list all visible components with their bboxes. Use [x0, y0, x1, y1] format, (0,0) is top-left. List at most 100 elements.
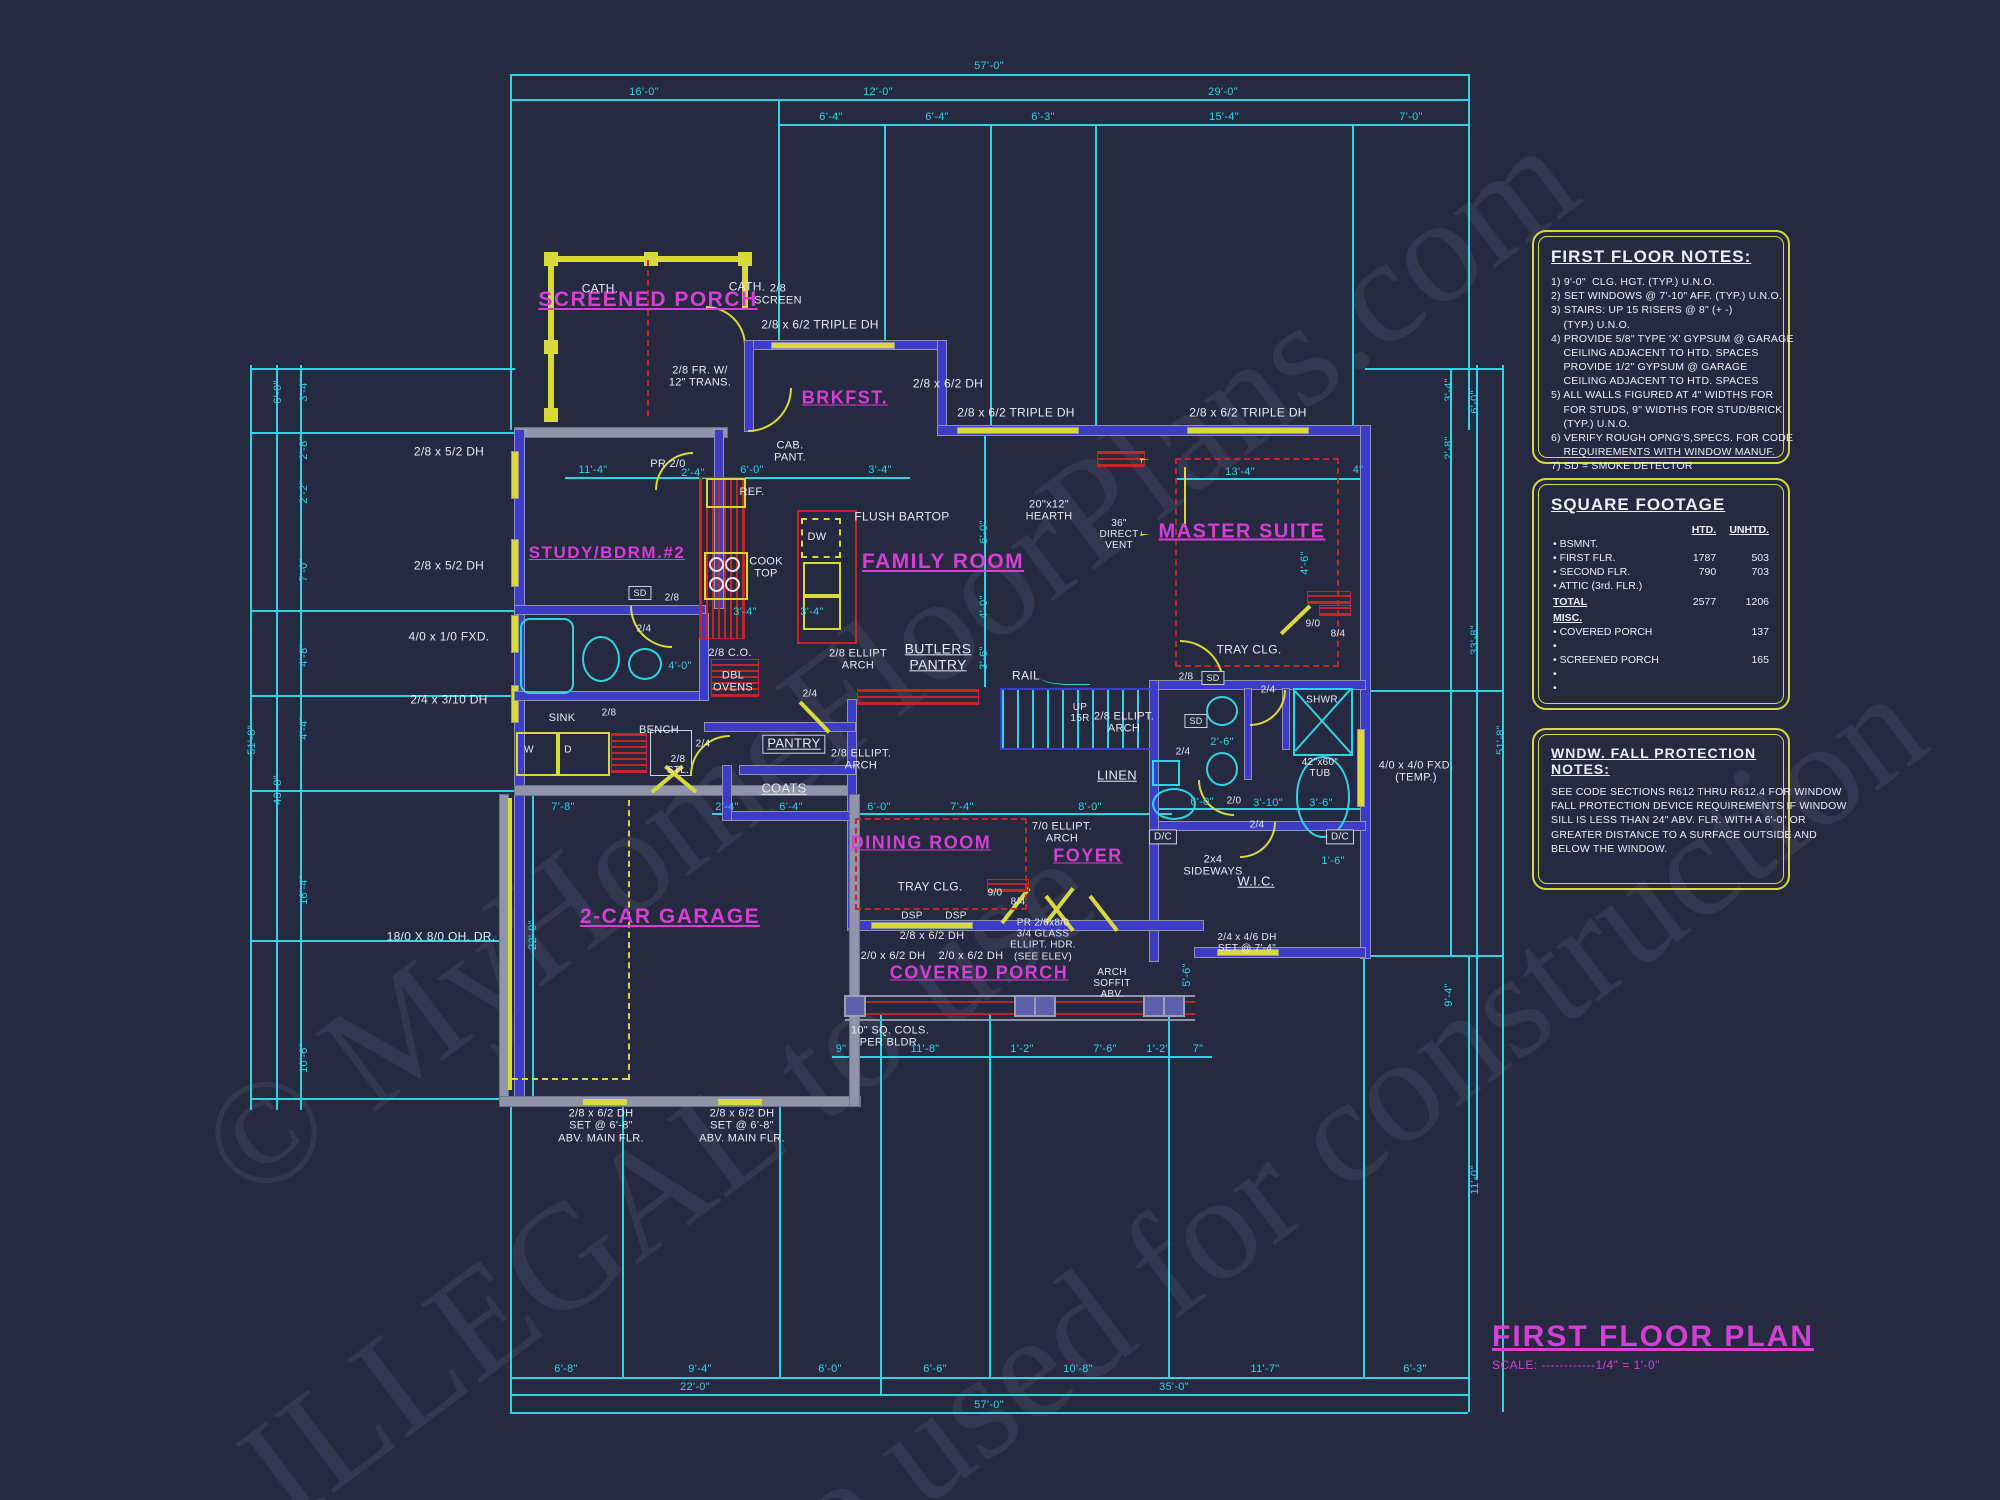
ext-line — [990, 124, 992, 430]
dimension-label: 12'-0" — [863, 86, 893, 98]
dim-line — [510, 1377, 1468, 1379]
ext-line — [884, 124, 886, 344]
dimension-label: 11'-8" — [910, 1043, 940, 1055]
shower — [1293, 688, 1353, 756]
dimension-label: 2'-8" — [1443, 436, 1455, 460]
dim-line — [510, 1412, 1468, 1414]
ext-line — [1365, 368, 1502, 370]
annotation-label: BENCH — [638, 723, 680, 736]
dimension-label: 7'-0" — [298, 558, 310, 582]
annotation-label: PR 2/0x8/0 3/4 GLASS ELLIPT. HDR. (SEE E… — [1010, 917, 1076, 963]
dimension-label: 6'-8" — [554, 1363, 578, 1375]
annotation-label: 4/0 x 1/0 FXD. — [408, 629, 490, 644]
master-tub — [1296, 756, 1350, 838]
ext-line — [1365, 690, 1502, 692]
dim-line — [1450, 370, 1452, 955]
garage-wall-yellow — [508, 798, 512, 1090]
note-line: BELOW THE WINDOW. — [1551, 842, 1668, 855]
dimension-label: 6'-4" — [819, 111, 843, 123]
note-line: FALL PROTECTION DEVICE REQUIREMENTS IF W… — [1551, 800, 1847, 813]
toilet — [582, 636, 620, 682]
wall-segment — [722, 765, 732, 821]
screen-door-arc — [706, 306, 746, 346]
ext-line — [989, 1015, 991, 1377]
room-label: MASTER SUITE — [1158, 520, 1326, 543]
dbl-ovens-cabinet — [711, 659, 759, 697]
ext-line — [778, 99, 780, 344]
wall-segment — [739, 765, 856, 775]
room-label: FOYER — [1053, 845, 1123, 866]
dimension-label: 7'-6" — [1093, 1043, 1117, 1055]
wall-segment — [849, 794, 860, 1107]
note-line: GREATER DISTANCE TO A SURFACE OUTSIDE AN… — [1551, 828, 1817, 841]
annotation-label: DSP — [945, 910, 967, 922]
dimension-label: 1'-2" — [1146, 1043, 1170, 1055]
annotation-label: 8/4 — [1330, 628, 1346, 640]
window-marker — [771, 342, 895, 349]
sqft-cell — [1684, 537, 1718, 551]
dimension-label: 43'-8" — [272, 775, 284, 805]
butlers-cabinet — [857, 689, 979, 705]
sqft-cell: • — [1553, 682, 1557, 694]
annotation-label: 2/4 — [695, 738, 711, 750]
sqft-cell: 703 — [1751, 566, 1769, 578]
dim-line — [250, 365, 252, 1110]
dimension-label: 3'-4" — [733, 606, 757, 618]
dimension-label: 33'-8" — [1469, 625, 1481, 655]
annotation-label: D/C — [1325, 829, 1355, 845]
dimension-label: 2'-4" — [681, 467, 705, 479]
annotation-label: SINK — [548, 711, 576, 724]
dimension-label: 2'-6" — [1210, 736, 1234, 748]
annotation-label: D — [564, 744, 572, 756]
room-label: STUDY/BDRM.#2 — [528, 543, 686, 562]
ext-line — [250, 790, 515, 792]
dimension-label: 3'-4" — [800, 606, 824, 618]
annotation-label: LINEN — [1097, 767, 1137, 783]
door-arc — [748, 388, 792, 432]
note-line: 1) 9'-0" CLG. HGT. (TYP.) U.N.O. — [1551, 276, 1715, 288]
window-marker — [1187, 427, 1309, 434]
sqft-cell — [1718, 537, 1771, 551]
wall-segment — [1149, 680, 1159, 962]
window-marker — [1357, 729, 1365, 807]
sqft-cell: TOTAL — [1553, 596, 1588, 608]
mud-counter — [611, 733, 647, 773]
annotation-label: 36" DIRECT VENT — [1099, 518, 1139, 552]
dim-line — [565, 477, 910, 479]
dimension-label: 6'-4" — [925, 111, 949, 123]
note-line: 2) SET WINDOWS @ 7'-10" AFF. (TYP.) U.N.… — [1551, 290, 1782, 303]
annotation-label: 9/0 — [1305, 618, 1321, 630]
note-line: FOR STUDS, 9" WIDTHS FOR STUD/BRICK — [1551, 403, 1783, 416]
annotation-label: 2/8 x 6/2 DH SET @ 6'-8" ABV. MAIN FLR. — [558, 1107, 644, 1145]
annotation-label: CAB. PANT. — [774, 439, 806, 464]
room-label: COVERED PORCH — [889, 962, 1069, 983]
title-block: FIRST FLOOR PLAN SCALE: ------------1/4"… — [1492, 1320, 1814, 1372]
window-marker — [582, 1098, 628, 1106]
dimension-label: 51'-8" — [1495, 725, 1507, 755]
ext-line — [984, 432, 986, 687]
annotation-label: 9/0 — [987, 887, 1003, 899]
ext-line — [1468, 955, 1470, 1412]
sqft-cell — [1684, 625, 1718, 639]
dimension-label: 4'-0" — [668, 660, 692, 672]
dim-line — [832, 1056, 1212, 1058]
burner — [709, 577, 724, 592]
annotation-label: 2/8 x 6/2 DH SET @ 6'-8" ABV. MAIN FLR. — [699, 1107, 785, 1145]
annotation-label: 2/0 x 6/2 DH — [860, 949, 926, 962]
dimension-label: 4" — [1352, 464, 1364, 476]
wall-segment — [704, 722, 856, 732]
porch-column — [1163, 995, 1185, 1017]
annotation-label: SD — [1201, 670, 1225, 686]
wall-segment — [499, 1096, 861, 1107]
first-floor-notes-box: FIRST FLOOR NOTES: 1) 9'-0" CLG. HGT. (T… — [1532, 230, 1793, 472]
wall-segment — [937, 425, 1371, 436]
dimension-label: 22'-0" — [527, 920, 539, 950]
dimension-label: 35'-0" — [1159, 1381, 1189, 1393]
wall-segment — [514, 429, 525, 1099]
fall-protection-box: WNDW. FALL PROTECTION NOTES: SEE CODE SE… — [1532, 728, 1847, 890]
annotation-label: 2/8 C.O. — [708, 646, 752, 659]
window-marker — [1217, 949, 1279, 956]
dimension-label: 6'-0" — [272, 380, 284, 404]
annotation-label: 2/4 — [1260, 684, 1276, 696]
